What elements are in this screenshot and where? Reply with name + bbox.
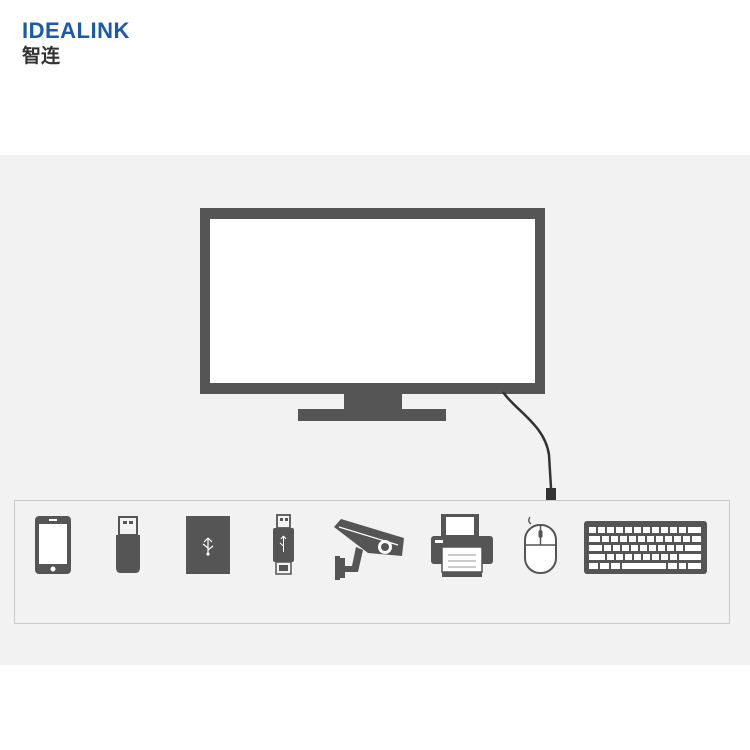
- monitor-icon: [200, 208, 545, 421]
- security-camera-icon: [334, 519, 404, 580]
- printer-icon: [431, 514, 493, 577]
- usb-wireless-receiver-icon: [116, 516, 140, 573]
- smartphone-icon: [35, 516, 71, 574]
- keyboard-icon: [584, 521, 707, 574]
- mouse-icon: [524, 516, 557, 574]
- external-hard-drive-icon: [186, 516, 230, 574]
- brand-name-cn: 智连: [22, 45, 61, 67]
- brand-logo: IDEALINK 智连: [22, 18, 130, 68]
- brand-name-en: IDEALINK: [22, 18, 130, 43]
- cable: [501, 391, 556, 500]
- usb-card-reader-icon: [273, 514, 294, 575]
